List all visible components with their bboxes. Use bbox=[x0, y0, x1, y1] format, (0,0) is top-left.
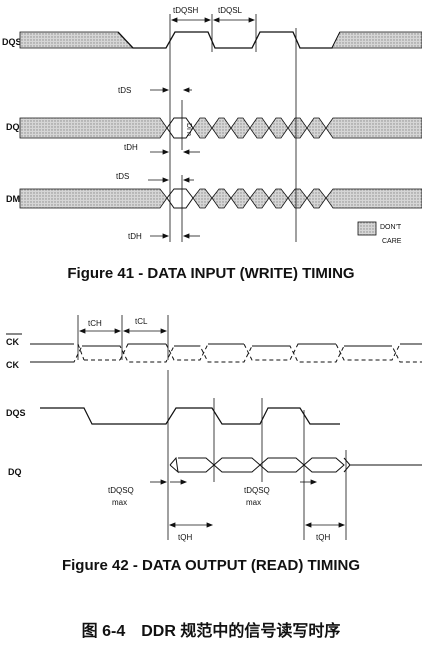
dq-data-label: DI n bbox=[185, 123, 192, 136]
legend-line-2: CARE bbox=[382, 238, 402, 245]
figure-41-caption: Figure 41 - DATA INPUT (WRITE) TIMING bbox=[67, 265, 355, 282]
label-tds-dm: tDS bbox=[116, 172, 129, 181]
dqs-read-waveform bbox=[40, 407, 340, 425]
ck-waveform bbox=[30, 345, 422, 363]
label-tdqsq-1: tDQSQ bbox=[108, 486, 134, 495]
dm-setup-hold-arrows bbox=[148, 177, 200, 239]
figure-6-4-caption: 图 6-4 DDR 规范中的信号读写时序 bbox=[81, 623, 341, 640]
signal-label-dqs-read: DQS bbox=[6, 408, 26, 418]
label-max-2: max bbox=[246, 498, 261, 507]
signal-label-ck-bar: CK bbox=[6, 337, 19, 347]
label-tdh-dm: tDH bbox=[128, 232, 142, 241]
label-tqh-1: tQH bbox=[178, 533, 192, 542]
dq-read-waveform bbox=[169, 456, 422, 474]
label-tqh-2: tQH bbox=[316, 533, 330, 542]
write-timing-diagram: DQS DQ DM DI n bbox=[2, 6, 422, 245]
tch-tcl-arrows bbox=[77, 315, 169, 360]
label-tdqsl: tDQSL bbox=[218, 6, 243, 15]
signal-label-dq: DQ bbox=[6, 122, 20, 132]
read-reference-lines bbox=[167, 370, 347, 540]
signal-label-ck: CK bbox=[6, 360, 19, 370]
signal-label-dm: DM bbox=[6, 194, 20, 204]
label-tch: tCH bbox=[88, 319, 102, 328]
legend-line-1: DON'T bbox=[380, 224, 402, 231]
dont-care-legend-swatch bbox=[357, 221, 377, 236]
read-timing-diagram: CK CK DQS DQ tCH tCL bbox=[6, 315, 422, 542]
label-tcl: tCL bbox=[135, 317, 148, 326]
label-max-1: max bbox=[112, 498, 127, 507]
label-tds-dq: tDS bbox=[118, 86, 131, 95]
dqs-write-waveform bbox=[19, 31, 422, 49]
dq-write-waveform: DI n bbox=[19, 117, 422, 139]
write-top-arrows bbox=[170, 17, 256, 23]
signal-label-dq-read: DQ bbox=[8, 467, 22, 477]
write-reference-lines bbox=[169, 14, 297, 242]
label-tdh-dq: tDH bbox=[124, 143, 138, 152]
figure-42-caption: Figure 42 - DATA OUTPUT (READ) TIMING bbox=[61, 557, 361, 574]
signal-label-dqs: DQS bbox=[2, 37, 22, 47]
tqh-arrows bbox=[168, 522, 346, 528]
ck-bar-waveform bbox=[30, 343, 422, 361]
dq-setup-hold-arrows bbox=[150, 87, 200, 155]
tdqsq-arrows bbox=[150, 479, 318, 485]
label-tdqsq-2: tDQSQ bbox=[244, 486, 270, 495]
label-tdqsh: tDQSH bbox=[173, 6, 199, 15]
dm-write-waveform bbox=[19, 188, 422, 209]
